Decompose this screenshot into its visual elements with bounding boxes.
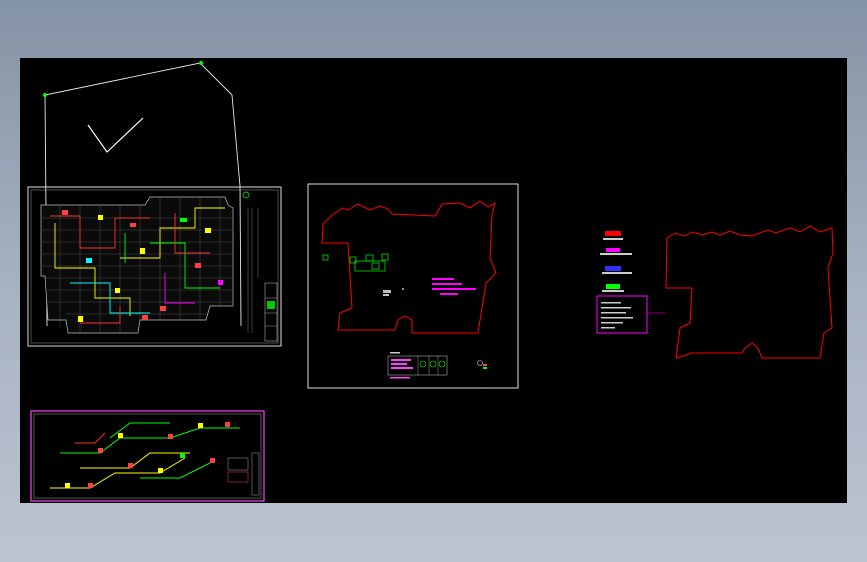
legend-outline[interactable] (596, 225, 834, 359)
legend-swatch-blue (605, 266, 621, 271)
north-arrow-icon (242, 191, 250, 199)
legend-notes-box (596, 295, 648, 334)
building-outline-red (321, 200, 497, 334)
boundary-marker (199, 61, 203, 65)
floor-plan-sheet[interactable] (27, 186, 282, 347)
building-footprint (40, 196, 234, 334)
legend-swatch-red (605, 231, 621, 236)
site-boundary (44, 62, 242, 327)
legend-swatch-green (606, 284, 620, 289)
legend-swatch-magenta (606, 248, 620, 252)
title-block (264, 282, 278, 342)
outline-plan-sheet[interactable] (307, 183, 519, 389)
drawing-canvas[interactable] (20, 58, 847, 503)
boundary-marker (43, 93, 47, 97)
pipe-isometric-sheet[interactable] (30, 410, 265, 502)
cad-model-space[interactable] (20, 58, 847, 503)
legend-table (387, 352, 448, 379)
north-arrow-icon (477, 360, 483, 366)
right-building-outline (665, 225, 834, 359)
checkmark-icon (87, 117, 144, 153)
